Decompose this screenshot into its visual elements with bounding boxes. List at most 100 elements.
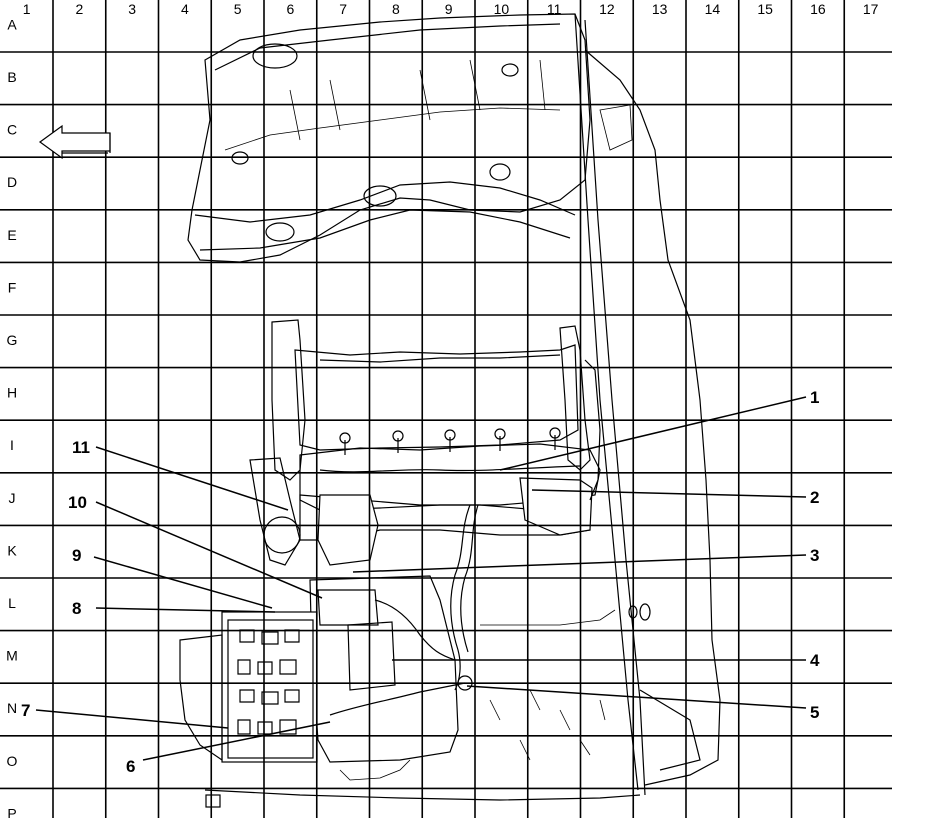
- main-wiring-harness: [450, 504, 471, 691]
- grid-row-label: G: [7, 332, 18, 348]
- engine-fuel-rail: [319, 354, 561, 363]
- battery-tray-bottom: [339, 759, 411, 781]
- fuse-block-bracket: [179, 634, 223, 762]
- grid-column-label: 1: [23, 1, 31, 17]
- grid-row-label: K: [7, 542, 17, 558]
- injector: [549, 427, 561, 439]
- callout-7: 7: [21, 701, 30, 720]
- cowl-lower-edge: [199, 209, 571, 251]
- callout-9: 9: [72, 546, 81, 565]
- callout-11: 11: [72, 438, 90, 457]
- fender-brace: [480, 609, 616, 626]
- grid-column-label: 13: [652, 1, 668, 17]
- callout-3: 3: [810, 546, 819, 565]
- grid-column-label: 15: [757, 1, 773, 17]
- fuse-block: [221, 611, 318, 763]
- cowl-oval-opening-2: [265, 222, 295, 242]
- grid-column-label: 3: [128, 1, 136, 17]
- grid-column-label: 6: [286, 1, 294, 17]
- grid-column-label: 12: [599, 1, 615, 17]
- grid-row-label: N: [7, 700, 17, 716]
- fender-outer-edge: [574, 13, 639, 791]
- vehicle-artwork: [179, 13, 721, 808]
- grid-column-label: 8: [392, 1, 400, 17]
- grid-column-label: 5: [234, 1, 242, 17]
- cowl-crossmember: [194, 181, 576, 223]
- grid-column-label: 11: [547, 1, 562, 17]
- callout-10: 10: [68, 493, 87, 512]
- callout-5: 5: [810, 703, 819, 722]
- grid-column-label: 2: [75, 1, 83, 17]
- timing-belt-side: [584, 359, 601, 501]
- lower-radiator-support: [204, 789, 641, 801]
- injector: [339, 432, 351, 444]
- fender-lower-bracket: [639, 689, 701, 771]
- injector: [392, 430, 404, 442]
- grid-row-label: I: [10, 437, 14, 453]
- grid-row-label: A: [7, 16, 17, 32]
- engine-intake-manifold: [294, 344, 579, 451]
- floor-detail: [489, 689, 606, 761]
- grid-row-label: D: [7, 174, 17, 190]
- leader-9: [93, 556, 273, 609]
- cowl-ribs: [289, 59, 546, 141]
- leader-1: [499, 396, 807, 471]
- cowl-hole-2: [489, 163, 511, 181]
- battery-label: [347, 621, 396, 691]
- grid-row-label: H: [7, 385, 17, 401]
- grid-row-label: J: [9, 490, 16, 506]
- air-cleaner-lid: [317, 589, 379, 626]
- fuse-block-lid-edge: [227, 619, 314, 759]
- callout-8: 8: [72, 599, 81, 618]
- engine-wiring-harness: [319, 465, 581, 473]
- cowl-oval-opening: [252, 43, 298, 69]
- cowl-hole-3: [501, 63, 519, 77]
- leader-8: [95, 607, 276, 613]
- leader-5: [466, 685, 807, 709]
- reference-grid: [0, 0, 892, 818]
- grid-column-label: 4: [181, 1, 189, 17]
- leader-10: [95, 501, 323, 599]
- callout-leader-lines: [35, 396, 807, 761]
- callout-1: 1: [810, 388, 819, 407]
- cowl-inner-contour: [224, 107, 561, 151]
- fender-side-contour: [584, 49, 721, 786]
- fender-flange: [599, 104, 633, 151]
- air-cleaner-housing: [309, 575, 459, 763]
- callout-2: 2: [810, 488, 819, 507]
- callout-labels: 1 2 3 4 5 6 7 8 9 10 11: [21, 388, 820, 776]
- grid-row-label: O: [7, 753, 18, 769]
- grid-row-label: F: [8, 279, 17, 295]
- grid-row-label: M: [6, 648, 18, 664]
- accessory-pulley-housing: [249, 457, 301, 566]
- fender-hole: [639, 603, 651, 621]
- arrow-left-icon: [38, 124, 111, 160]
- grid-column-label: 16: [810, 1, 826, 17]
- leader-11: [95, 446, 289, 511]
- grid-column-label: 17: [863, 1, 879, 17]
- fender-inner-edge: [584, 19, 646, 796]
- callout-4: 4: [810, 651, 820, 670]
- leader-6: [142, 721, 331, 761]
- injector-row: [344, 435, 556, 455]
- main-wiring-harness-outer: [460, 504, 479, 653]
- grid-row-label: P: [7, 805, 16, 818]
- grid-column-label: 9: [445, 1, 453, 17]
- ground-cable: [329, 682, 466, 716]
- grid-column-label: 10: [494, 1, 510, 17]
- callout-6: 6: [126, 757, 135, 776]
- lower-mount-block: [205, 794, 221, 808]
- injector: [494, 428, 506, 440]
- intake-duct: [374, 599, 456, 661]
- leader-7: [35, 709, 229, 729]
- accessory-pulley: [263, 516, 301, 554]
- grid-row-label: E: [7, 227, 16, 243]
- grid-row-label: C: [7, 122, 17, 138]
- cowl-upper-edge: [214, 23, 561, 71]
- grid-row-label: L: [8, 595, 16, 611]
- grid-column-label: 14: [705, 1, 721, 17]
- injector: [444, 429, 456, 441]
